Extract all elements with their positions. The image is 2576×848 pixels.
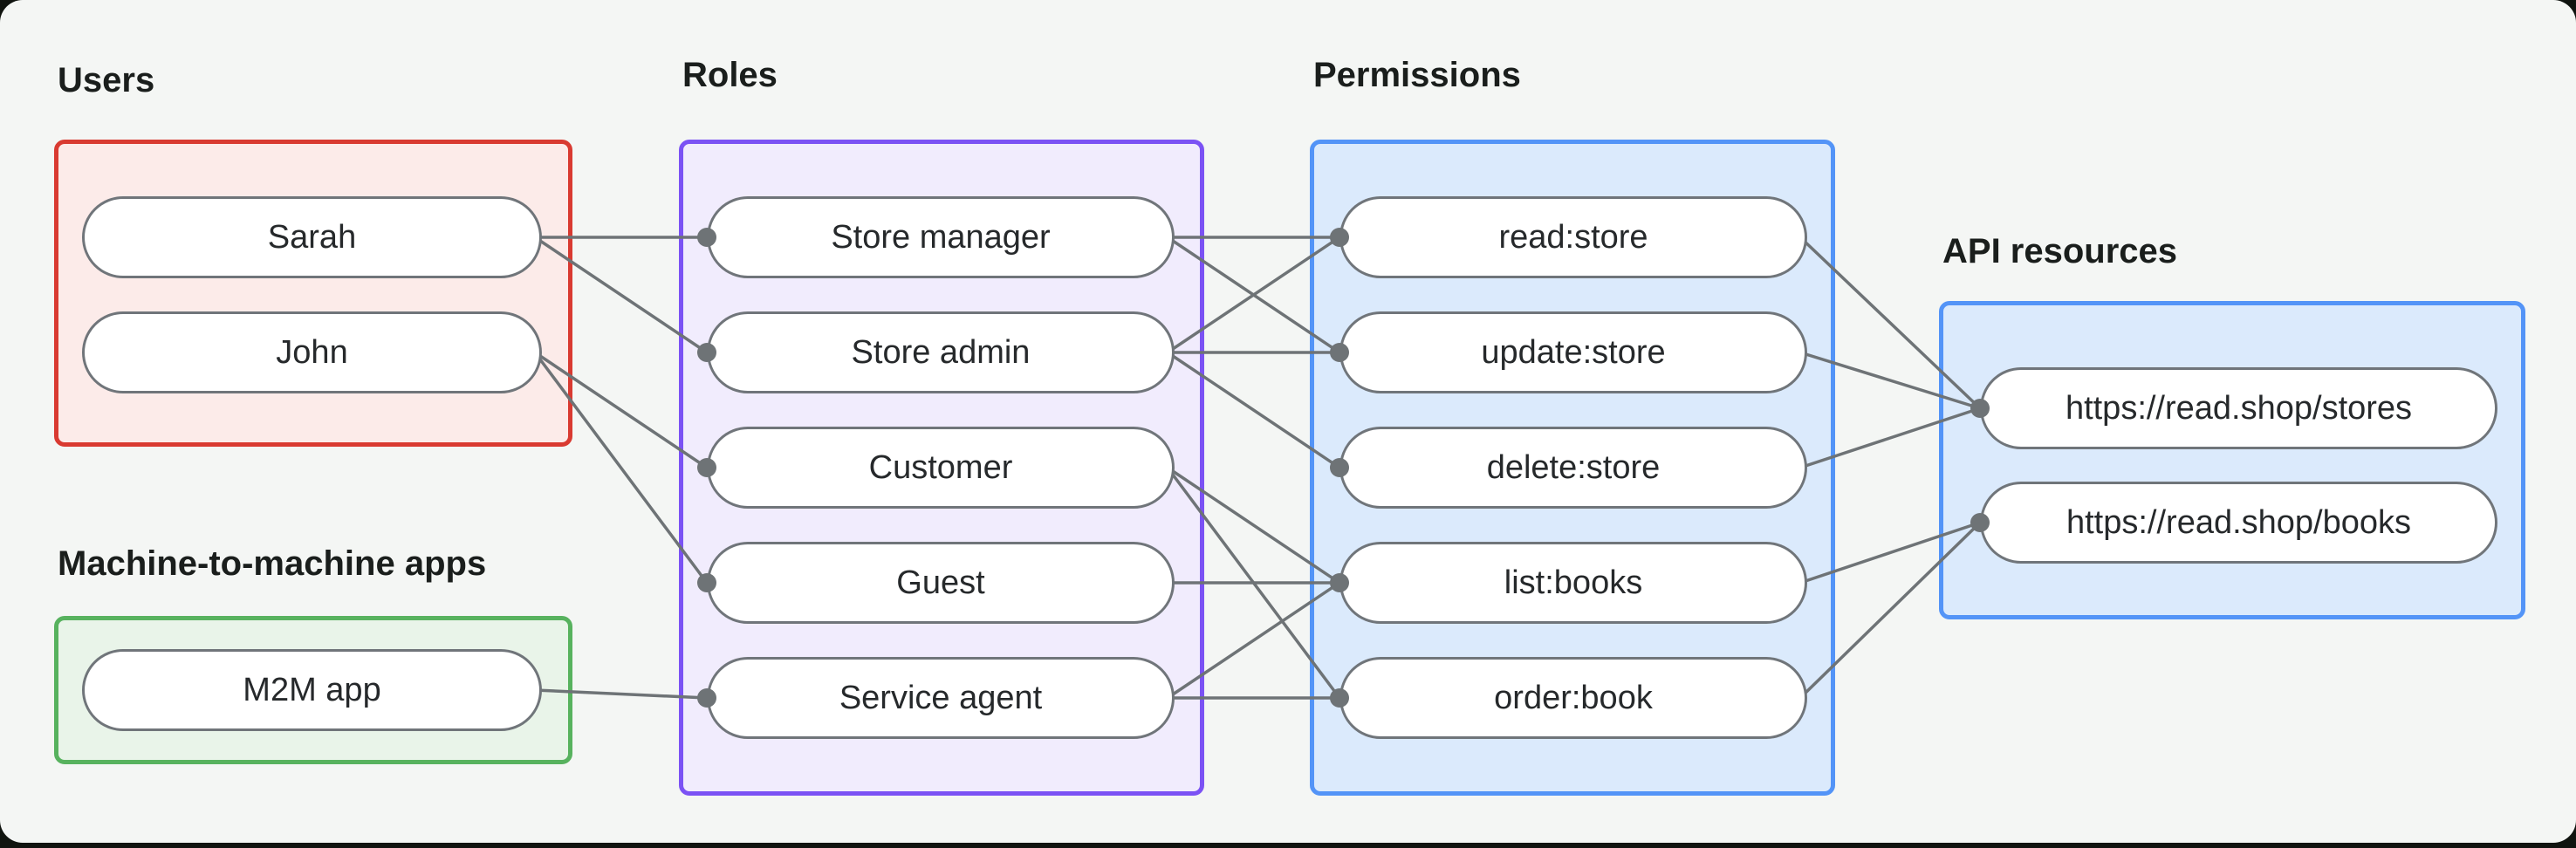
group-label-permissions: Permissions (1313, 56, 1521, 94)
edge-update_store-stores (1798, 351, 1982, 410)
edge-john-guest (533, 351, 709, 585)
group-box-users (54, 140, 572, 447)
node-service_agent: Service agent (707, 657, 1175, 739)
group-label-users: Users (58, 61, 155, 99)
edge-sarah-store_admin (533, 236, 709, 354)
edge-order_book-books (1798, 521, 1982, 700)
edge-store_admin-read_store (1166, 236, 1341, 354)
node-update_store: update:store (1339, 311, 1807, 393)
edge-m2m_app-service_agent (533, 688, 709, 700)
edge-list_books-books (1798, 521, 1982, 585)
node-m2m_app: M2M app (82, 649, 542, 731)
node-customer: Customer (707, 427, 1175, 509)
node-list_books: list:books (1339, 542, 1807, 624)
node-sarah: Sarah (82, 196, 542, 278)
group-label-m2m: Machine-to-machine apps (58, 544, 487, 583)
edge-read_store-stores (1798, 236, 1982, 410)
node-store_manager: Store manager (707, 196, 1175, 278)
node-stores: https://read.shop/stores (1980, 367, 2497, 449)
node-delete_store: delete:store (1339, 427, 1807, 509)
group-box-api (1939, 301, 2525, 619)
node-books: https://read.shop/books (1980, 482, 2497, 564)
node-read_store: read:store (1339, 196, 1807, 278)
group-label-api: API resources (1942, 232, 2178, 270)
edge-delete_store-stores (1798, 407, 1982, 469)
edge-john-customer (533, 351, 709, 469)
edge-store_admin-delete_store (1166, 351, 1341, 469)
node-guest: Guest (707, 542, 1175, 624)
edge-service_agent-list_books (1166, 581, 1341, 700)
edge-customer-list_books (1166, 466, 1341, 585)
group-label-roles: Roles (682, 56, 778, 94)
node-john: John (82, 311, 542, 393)
node-order_book: order:book (1339, 657, 1807, 739)
node-store_admin: Store admin (707, 311, 1175, 393)
